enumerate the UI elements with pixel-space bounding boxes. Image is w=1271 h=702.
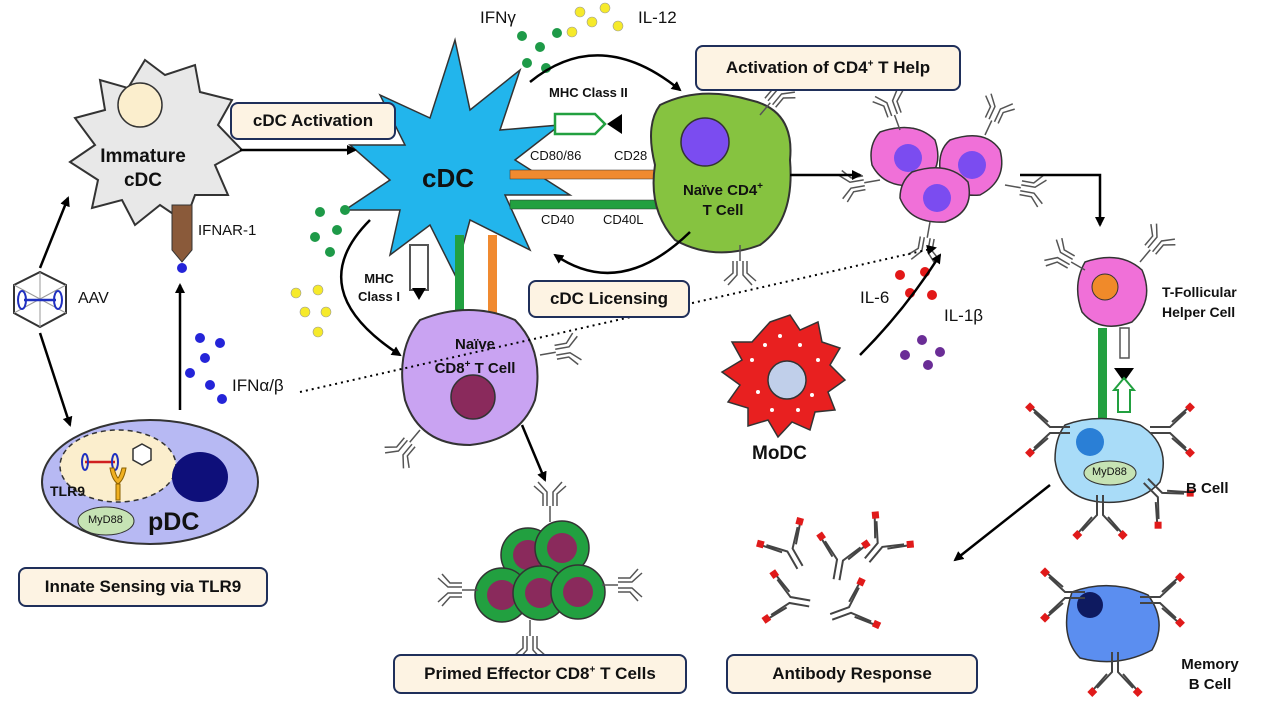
cd4-help-label: Activation of CD4+ T Help <box>725 58 931 77</box>
aav-small-icon <box>132 443 152 466</box>
arrow-cluster-to-tfh <box>1020 173 1105 227</box>
cd40l-label: CD40L <box>603 212 644 227</box>
tlr9-receptor <box>109 467 127 501</box>
arrow-aav-to-immature <box>38 196 70 269</box>
ifnar-receptor <box>171 204 193 263</box>
cd8-nucleus <box>450 374 496 420</box>
mhc-class-i-icon <box>409 244 429 300</box>
mhc2-label: MHC Class II <box>549 85 628 100</box>
cdc-licensing-label: cDC Licensing <box>549 289 669 308</box>
b-cell-nucleus <box>1076 428 1104 456</box>
mhc-class-ii-icon <box>553 112 622 136</box>
il12-dots <box>566 2 624 38</box>
primed-effector-box: Primed Effector CD8+ T Cells <box>393 654 687 694</box>
antibody-response-box: Antibody Response <box>726 654 978 694</box>
ifnab-label: IFNα/β <box>232 376 284 395</box>
innate-sensing-box: Innate Sensing via TLR9 <box>18 567 268 607</box>
dotted-ifnab <box>299 244 937 393</box>
cd40-label: CD40 <box>541 212 575 227</box>
b-cell <box>1054 417 1164 504</box>
naive-cd4-label: Naïve CD4+ T Cell <box>682 181 764 219</box>
immature-cdc-cell <box>68 58 244 227</box>
myd88-pdc-label: MyD88 <box>88 514 123 526</box>
activated-cd4-t-cells <box>837 86 1048 265</box>
cd28-label: CD28 <box>614 148 648 163</box>
cdc-label: cDC <box>422 163 475 193</box>
antibodies <box>752 507 919 644</box>
myd88-pdc <box>77 506 135 536</box>
green-cytokine-dots <box>310 205 350 257</box>
b-cell-label: B Cell <box>1186 480 1229 497</box>
cd80-cd28-bar <box>509 169 666 180</box>
arrow-b-to-antibody <box>953 484 1051 562</box>
pdc-label: pDC <box>148 508 200 536</box>
cd4-nucleus <box>680 117 730 167</box>
myd88-b <box>1083 460 1137 486</box>
naive-cd4-t-cell <box>650 92 792 254</box>
myd88-b-label: MyD88 <box>1092 466 1127 478</box>
memory-b-nucleus <box>1077 592 1103 618</box>
modc-nucleus <box>767 360 807 400</box>
arrow-modc-cytokines <box>859 253 942 356</box>
yellow-cytokine-dots <box>290 284 332 338</box>
aav-label: AAV <box>78 290 109 307</box>
aav-dna-icon <box>81 453 119 471</box>
il1b-dots <box>900 335 945 370</box>
antibody-response-label: Antibody Response <box>772 664 932 683</box>
naive-cd8-label: Naïve CD8+ T Cell <box>434 336 516 377</box>
aav-capsid-icon <box>13 270 67 329</box>
ifng-label: IFNγ <box>480 8 516 27</box>
il6-label: IL-6 <box>860 288 890 307</box>
cd40-cd40l-bar <box>509 199 666 210</box>
cdc-activation-box: cDC Activation <box>230 102 396 140</box>
cd80-label: CD80/86 <box>530 148 582 163</box>
primed-effector-label: Primed Effector CD8+ T Cells <box>424 664 656 683</box>
arrow-ifng-il12 <box>529 54 682 92</box>
pdc-nucleus <box>172 452 228 502</box>
innate-sensing-label: Innate Sensing via TLR9 <box>44 577 242 596</box>
tfh-nucleus <box>1091 273 1119 301</box>
arrow-aav-to-pdc <box>38 332 73 427</box>
il6-dots <box>895 267 937 300</box>
cdc-licensing-box: cDC Licensing <box>528 280 690 318</box>
cd4-help-box: Activation of CD4+ T Help <box>695 45 961 91</box>
modc-label: MoDC <box>752 443 807 464</box>
cdc-activation-label: cDC Activation <box>252 111 374 130</box>
primed-effector-cd8-cells <box>437 481 643 661</box>
ifnar-label: IFNAR-1 <box>198 222 257 239</box>
arrow-cd8-to-effector <box>520 424 547 482</box>
tlr9-label: TLR9 <box>50 483 85 499</box>
ifnab-dots <box>185 333 227 404</box>
il1b-label: IL-1β <box>944 306 984 325</box>
arrow-cdc-to-cd8 <box>339 219 402 357</box>
immature-cdc-nucleus <box>117 82 163 128</box>
arrow-licensing <box>553 231 691 275</box>
il12-label: IL-12 <box>638 8 677 27</box>
